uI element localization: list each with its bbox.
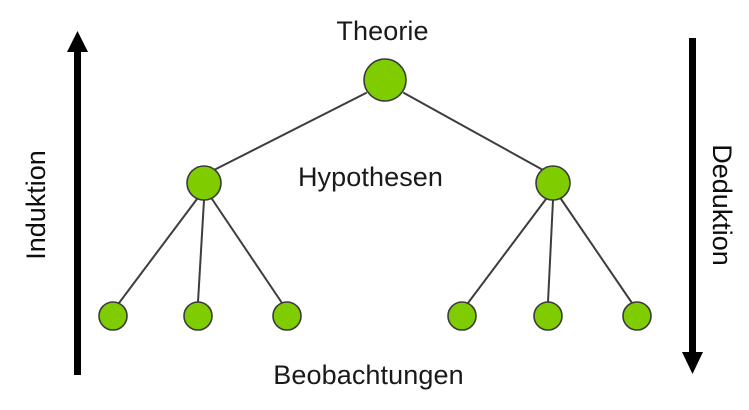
edge-hypothese-right-beobachtung-5 [547,199,554,303]
edge-hypothese-right-beobachtung-6 [560,198,633,304]
deduktion-axis-label-wrap: Deduktion [700,0,746,410]
beobachtung-node-1[interactable] [98,301,128,331]
label-theorie: Theorie [336,16,429,46]
theorie-node[interactable] [363,58,407,102]
beobachtung-node-3[interactable] [272,301,302,331]
edge-group [118,92,633,304]
induktion-axis-label-wrap: Induktion [14,0,58,410]
beobachtung-node-2[interactable] [183,301,213,331]
beobachtung-node-5[interactable] [533,301,563,331]
deduktion-arrow-down-icon [682,38,703,374]
beobachtung-node-6[interactable] [622,301,652,331]
label-beobachtungen: Beobachtungen [273,360,464,390]
beobachtung-node-4[interactable] [447,301,477,331]
label-hypothesen: Hypothesen [297,162,444,192]
hypothese-node-right[interactable] [535,165,571,201]
label-deduktion: Deduktion [707,144,738,266]
hypothese-node-left[interactable] [186,165,222,201]
induktion-arrow-up-icon [67,31,88,375]
edge-hypothese-left-beobachtung-1 [118,198,198,304]
edge-hypothese-right-beobachtung-4 [467,198,547,304]
node-group [98,58,652,331]
edge-hypothese-left-beobachtung-2 [197,199,205,303]
edge-hypothese-left-beobachtung-3 [211,198,283,304]
edge-theorie-hypothese-right [403,92,544,171]
label-induktion: Induktion [20,150,51,260]
edge-theorie-hypothese-left [213,92,367,171]
